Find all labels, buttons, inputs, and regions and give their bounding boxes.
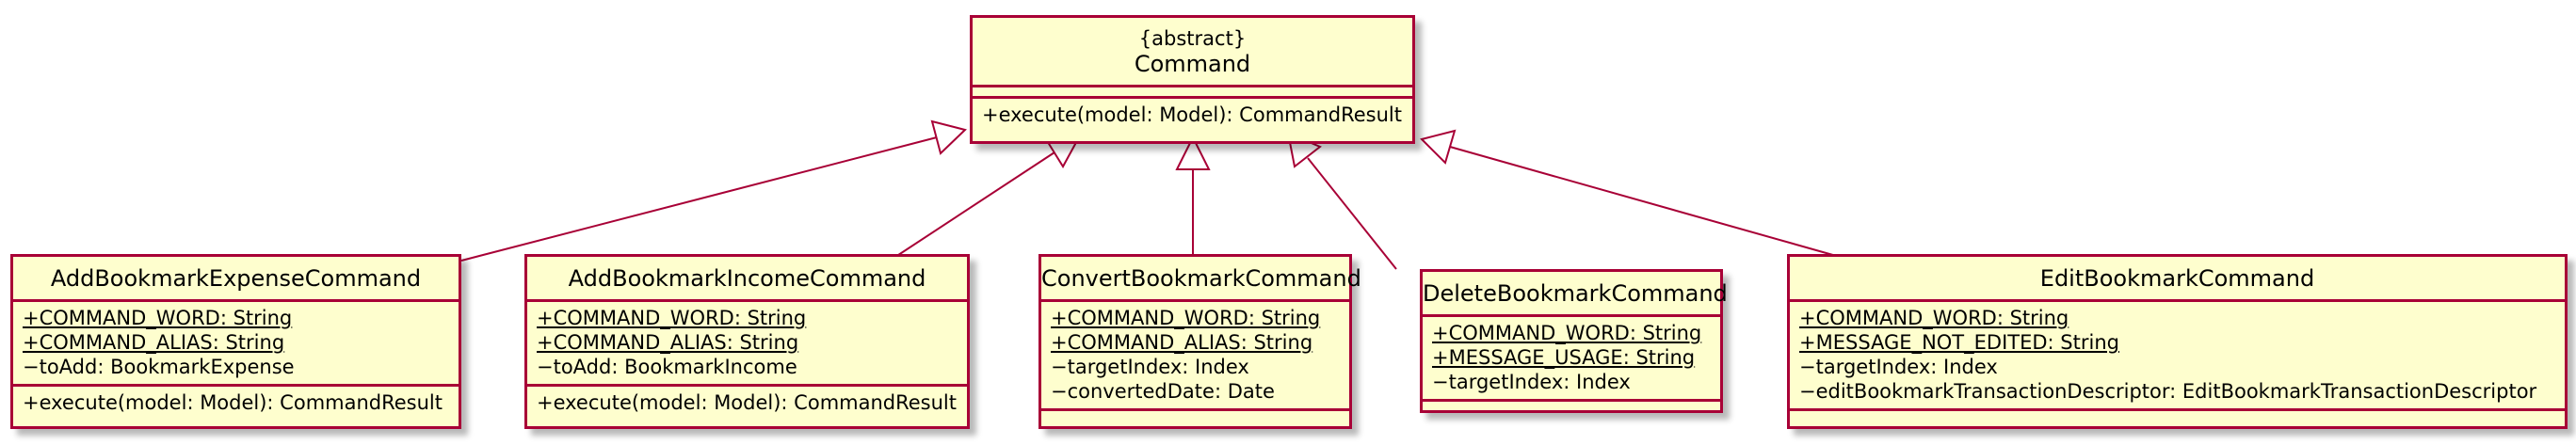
class-delete-methods — [1423, 402, 1720, 413]
class-add-expense-name: AddBookmarkExpenseCommand — [50, 264, 422, 292]
arrowhead-add-expense — [930, 119, 967, 155]
class-delete-fields: +COMMAND_WORD: String +MESSAGE_USAGE: St… — [1423, 317, 1720, 402]
edge-add-expense — [460, 136, 938, 262]
arrowhead-convert — [1175, 135, 1211, 170]
class-add-expense-methods: +execute(model: Model): CommandResult — [13, 387, 459, 420]
field: −toAdd: BookmarkExpense — [23, 356, 295, 378]
method: +execute(model: Model): CommandResult — [537, 391, 958, 414]
class-add-income: AddBookmarkIncomeCommand +COMMAND_WORD: … — [524, 254, 970, 429]
class-convert-fields: +COMMAND_WORD: String +COMMAND_ALIAS: St… — [1041, 302, 1349, 411]
class-add-income-header: AddBookmarkIncomeCommand — [527, 257, 967, 302]
class-convert-header: ConvertBookmarkCommand — [1041, 257, 1361, 302]
class-command-stereotype: {abstract} — [1138, 26, 1247, 50]
field: +COMMAND_WORD: String — [1432, 322, 1702, 344]
field: +COMMAND_ALIAS: String — [1051, 331, 1313, 354]
edge-add-income — [889, 151, 1055, 262]
edge-delete — [1307, 157, 1397, 270]
class-convert: ConvertBookmarkCommand +COMMAND_WORD: St… — [1038, 254, 1361, 429]
field: +COMMAND_WORD: String — [1051, 307, 1321, 329]
class-edit-name: EditBookmarkCommand — [2039, 264, 2315, 292]
class-edit-fields: +COMMAND_WORD: String +MESSAGE_NOT_EDITE… — [1790, 302, 2565, 411]
field: +COMMAND_WORD: String — [537, 307, 807, 329]
class-add-expense: AddBookmarkExpenseCommand +COMMAND_WORD:… — [10, 254, 461, 429]
class-delete: DeleteBookmarkCommand +COMMAND_WORD: Str… — [1420, 269, 1728, 413]
class-convert-name: ConvertBookmarkCommand — [1041, 264, 1361, 292]
class-add-income-fields: +COMMAND_WORD: String +COMMAND_ALIAS: St… — [527, 302, 967, 387]
class-edit-header: EditBookmarkCommand — [1790, 257, 2565, 302]
method: +execute(model: Model): CommandResult — [23, 391, 443, 414]
class-add-income-methods: +execute(model: Model): CommandResult — [527, 387, 967, 420]
method: +execute(model: Model): CommandResult — [982, 103, 1403, 126]
field: −targetIndex: Index — [1051, 356, 1249, 378]
field: +COMMAND_WORD: String — [23, 307, 293, 329]
class-delete-header: DeleteBookmarkCommand — [1423, 272, 1728, 317]
field: +COMMAND_ALIAS: String — [23, 331, 285, 354]
edge-edit — [1449, 146, 1854, 262]
field: +MESSAGE_NOT_EDITED: String — [1799, 331, 2119, 354]
class-convert-methods — [1041, 411, 1349, 422]
class-edit: EditBookmarkCommand +COMMAND_WORD: Strin… — [1787, 254, 2568, 429]
field: −toAdd: BookmarkIncome — [537, 356, 797, 378]
class-delete-name: DeleteBookmarkCommand — [1423, 279, 1728, 307]
field: −editBookmarkTransactionDescriptor: Edit… — [1799, 380, 2537, 403]
field: −convertedDate: Date — [1051, 380, 1275, 403]
class-add-income-name: AddBookmarkIncomeCommand — [568, 264, 926, 292]
class-command: {abstract} Command +execute(model: Model… — [970, 15, 1415, 144]
class-command-fields — [973, 87, 1412, 99]
field: −targetIndex: Index — [1799, 356, 1998, 378]
field: +MESSAGE_USAGE: String — [1432, 346, 1696, 369]
field: +COMMAND_WORD: String — [1799, 307, 2069, 329]
class-command-methods: +execute(model: Model): CommandResult — [973, 99, 1412, 132]
class-command-name: Command — [1134, 50, 1251, 77]
class-add-expense-fields: +COMMAND_WORD: String +COMMAND_ALIAS: St… — [13, 302, 459, 387]
class-command-header: {abstract} Command — [973, 18, 1412, 87]
class-add-expense-header: AddBookmarkExpenseCommand — [13, 257, 459, 302]
arrowhead-edit — [1420, 129, 1457, 165]
class-edit-methods — [1790, 411, 2565, 422]
field: +COMMAND_ALIAS: String — [537, 331, 799, 354]
field: −targetIndex: Index — [1432, 371, 1631, 393]
